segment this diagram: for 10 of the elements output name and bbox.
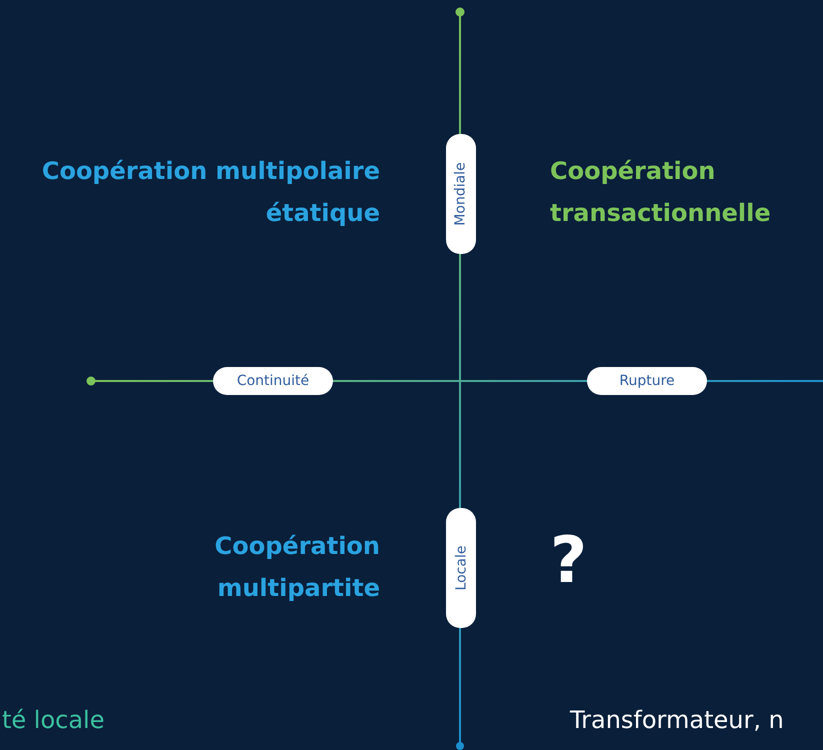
caption-text: Transformateur, n <box>570 705 784 735</box>
axis-pill: Rupture <box>587 367 707 395</box>
axis-pill: Continuité <box>213 367 333 395</box>
quadrant-title: Coopération transactionnelle <box>550 156 772 229</box>
caption-text: té locale <box>2 705 104 735</box>
question-mark: ? <box>550 525 588 597</box>
quadrant-title: Coopération multipolaire étatique <box>40 156 380 229</box>
quadrant-title: Coopération multipartite <box>214 531 380 604</box>
axis-pill: Locale <box>446 508 476 628</box>
axis-pill: Mondiale <box>446 134 476 254</box>
